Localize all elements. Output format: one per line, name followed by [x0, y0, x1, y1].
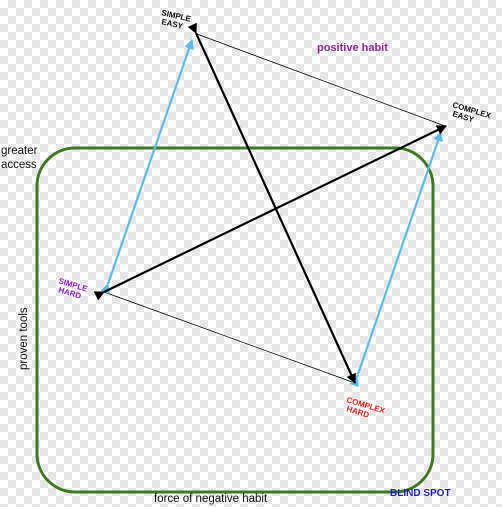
- label-negative-habit: force of negative habit: [154, 493, 268, 505]
- label-blind-spot: BLIND SPOT: [390, 488, 451, 499]
- label-greater-access: greater: [1, 145, 38, 157]
- label-greater-access-sub: access: [1, 159, 37, 171]
- blue-arrow-right: [349, 131, 443, 388]
- label-positive-habit: positive habit: [317, 42, 388, 54]
- blue-arrow-left: [100, 39, 194, 295]
- black-arrow-diagonal-2: [93, 125, 447, 301]
- label-proven-tools: proven tools: [18, 307, 30, 370]
- habit-frame: [35, 146, 435, 494]
- line-simple-hard-to-complex-hard: [103, 291, 356, 384]
